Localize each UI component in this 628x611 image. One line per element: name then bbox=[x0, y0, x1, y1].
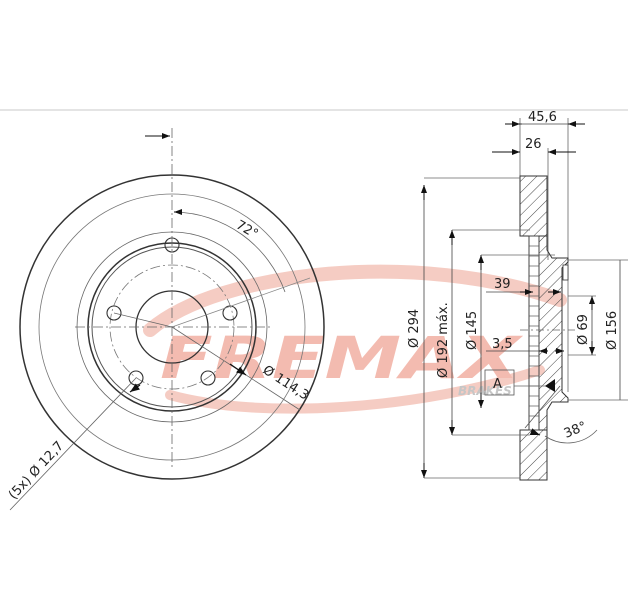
outer-diameter-label: Ø 294 bbox=[407, 309, 422, 348]
angle-72-label: 72° bbox=[233, 218, 260, 243]
height-label: 39 bbox=[494, 277, 511, 292]
section-label: A bbox=[493, 377, 502, 392]
section-view bbox=[421, 118, 628, 481]
front-view bbox=[9, 128, 325, 511]
center-bore-label: Ø 69 bbox=[576, 314, 591, 345]
width-total-label: 45,6 bbox=[528, 110, 557, 125]
disc-outer-edge bbox=[19, 174, 325, 480]
watermark-logo-text: FREMAX bbox=[160, 324, 524, 392]
hub-thickness-label: 3,5 bbox=[492, 337, 513, 352]
inner-diameter-label: Ø 192 máx. bbox=[436, 302, 451, 378]
thickness-label: 26 bbox=[525, 137, 542, 152]
header-divider bbox=[0, 109, 628, 111]
bolt-hole-label: (5x) Ø 12,7 bbox=[6, 439, 67, 503]
hat-diameter-label: Ø 145 bbox=[465, 311, 480, 350]
hub-diameter-label: Ø 156 bbox=[605, 311, 620, 350]
section-a-box bbox=[484, 369, 515, 396]
top-blank-area bbox=[0, 0, 628, 110]
fremax-watermark: FREMAX BRAKES bbox=[143, 264, 567, 414]
chamfer-angle-label: 38° bbox=[562, 419, 589, 442]
